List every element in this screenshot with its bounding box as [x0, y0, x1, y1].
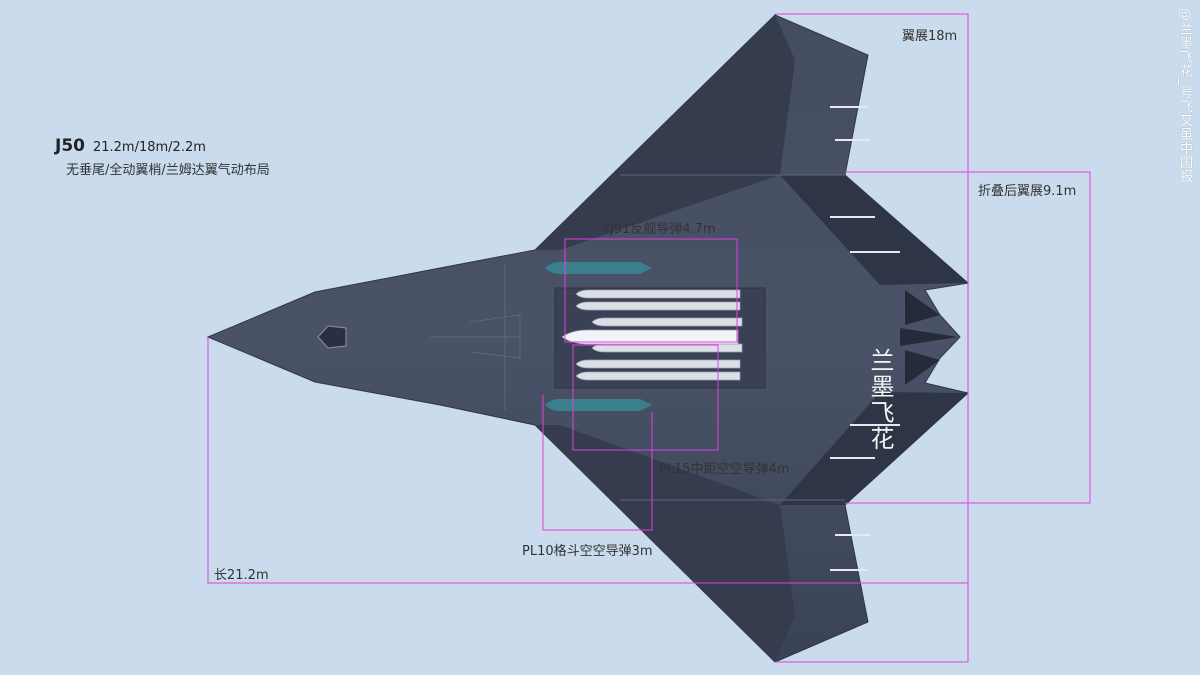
- aircraft-name: J50: [55, 136, 85, 156]
- lower-wing-panel: [535, 425, 795, 662]
- yj91-label: YJ91反舰导弹4.7m: [602, 222, 716, 237]
- upper-wing-panel: [535, 15, 795, 250]
- yj91-missiles: [545, 261, 652, 412]
- aircraft-dimensions: 21.2m/18m/2.2m: [92, 140, 206, 155]
- length-label: 长21.2m: [214, 568, 269, 583]
- pl15-missiles: [591, 317, 743, 353]
- pl10-label: PL10格斗空空导弹3m: [522, 544, 653, 559]
- artist-signature: 兰墨飞花: [866, 348, 894, 452]
- watermark: @兰墨飞花_号飞叉虽中国报: [1177, 8, 1192, 184]
- pl10-missiles: [575, 289, 741, 381]
- panel-lines: [430, 174, 845, 501]
- dimension-lines: [207, 13, 1091, 663]
- center-missile: [561, 329, 739, 345]
- wing-stripes: [830, 106, 900, 571]
- tail-nozzles: [900, 290, 958, 385]
- aircraft-title: J50 21.2m/18m/2.2m: [55, 136, 206, 156]
- cockpit: [317, 325, 347, 349]
- lower-tip-panel: [780, 392, 968, 505]
- wingspan-label: 翼展18m: [902, 29, 958, 44]
- aircraft-layout: 无垂尾/全动翼梢/兰姆达翼气动布局: [66, 163, 270, 178]
- upper-tip-panel: [780, 175, 968, 285]
- pl15-label: PL15中距空空导弹4m: [659, 462, 790, 477]
- folded-span-label: 折叠后翼展9.1m: [978, 184, 1077, 199]
